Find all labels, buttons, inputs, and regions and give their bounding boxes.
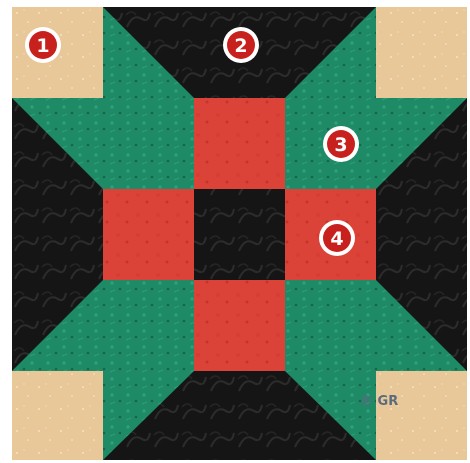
signature-text: © GR: [360, 394, 398, 409]
green-square-top-left: [103, 98, 194, 189]
red-square-bottom: [194, 280, 285, 371]
badge-4: 4: [319, 220, 355, 256]
corner-tan-bottom-left: [12, 371, 103, 460]
corner-tan-top-right: [376, 7, 467, 98]
badge-3-label: 3: [334, 134, 347, 156]
green-square-bottom-right: [285, 280, 376, 371]
signature: © GR: [360, 394, 398, 409]
badge-1-label: 1: [36, 35, 49, 57]
red-square-left: [103, 189, 194, 280]
badge-2: 2: [223, 27, 259, 63]
quilt-block: © GR 1 2 3 4: [12, 7, 467, 460]
badge-1: 1: [25, 27, 61, 63]
corner-tan-bottom-right: [376, 371, 467, 460]
badge-3: 3: [323, 126, 359, 162]
badge-4-label: 4: [330, 228, 343, 250]
green-square-bottom-left: [103, 280, 194, 371]
badge-2-label: 2: [234, 35, 247, 57]
red-square-top: [194, 98, 285, 189]
